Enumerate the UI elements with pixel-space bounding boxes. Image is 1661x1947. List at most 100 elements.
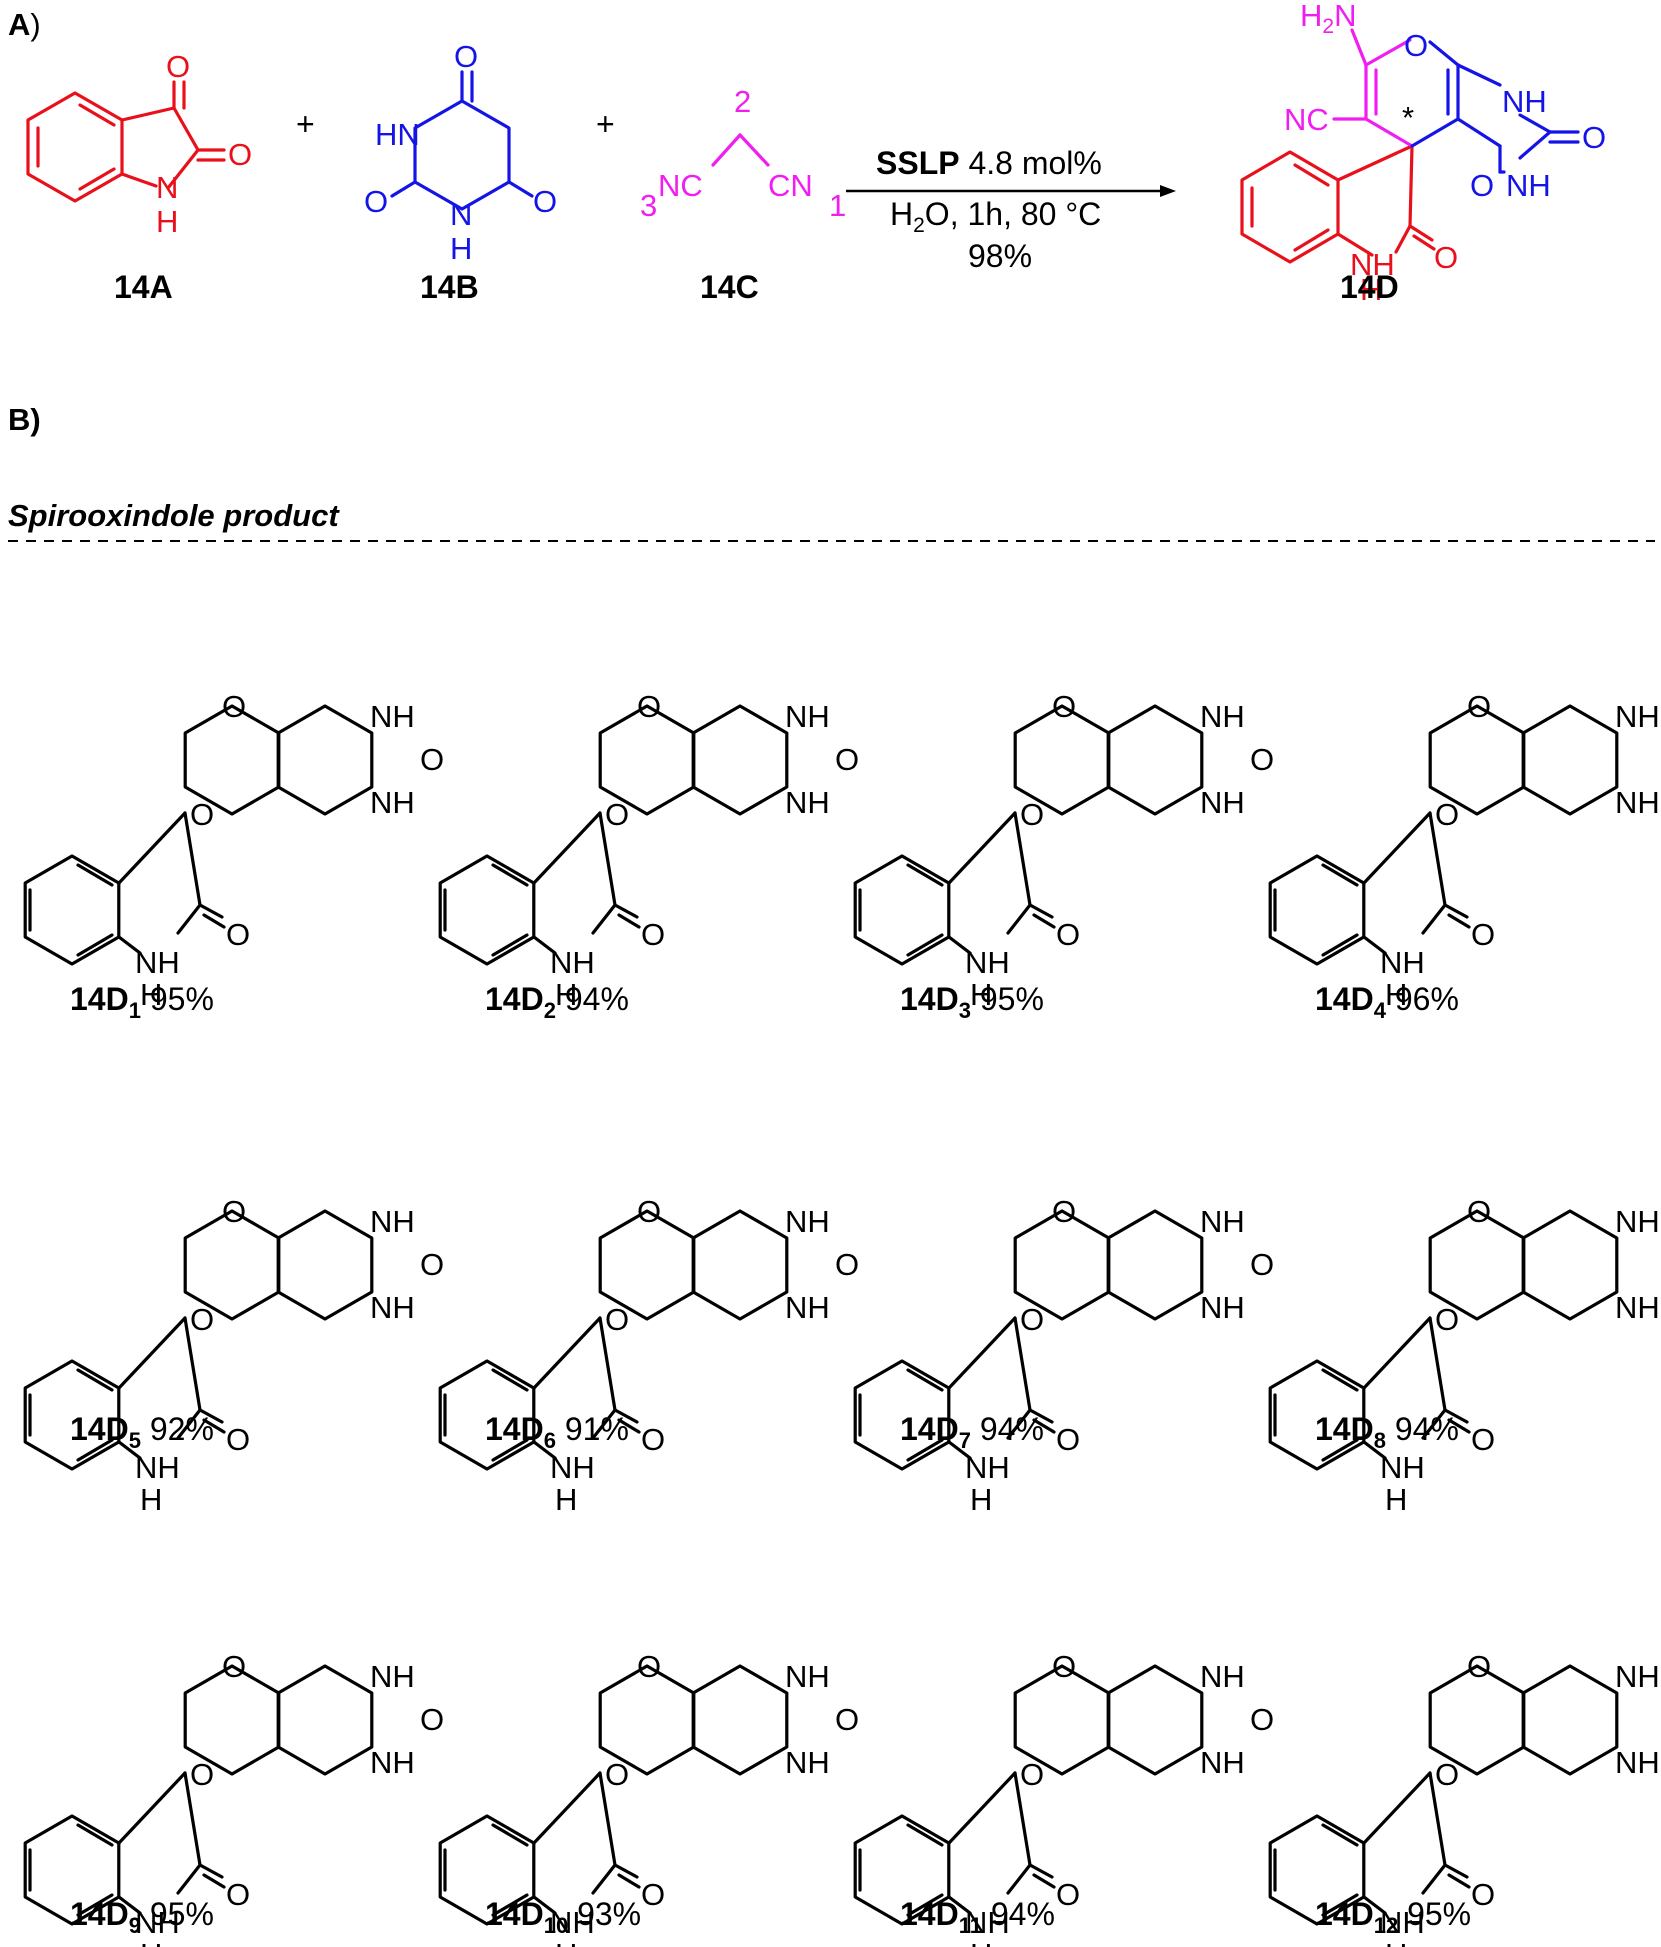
oxindole-nh-label: NH	[550, 1450, 595, 1485]
spiro-bond	[947, 811, 1017, 885]
product-label-base: 14D	[900, 1896, 959, 1932]
isatin-aromatic-bond	[78, 103, 116, 127]
ring-o-label: O	[420, 1247, 444, 1282]
ring-o-label: O	[1435, 797, 1459, 832]
product-label-base: 14D	[1315, 1411, 1374, 1447]
spiro-bond	[532, 811, 602, 885]
fused-outer-ring	[276, 1664, 374, 1776]
ring-o-label: O	[222, 689, 246, 724]
lactam-carbonyl	[1443, 1863, 1469, 1879]
ring-o-label: O	[420, 742, 444, 777]
product-label-yield: 96%	[1386, 981, 1459, 1017]
spiro-bond	[1362, 811, 1432, 885]
product-label-yield: 95%	[141, 981, 214, 1017]
product-label-yield: 95%	[1398, 1896, 1471, 1932]
malononitrile-cn-label: CN	[768, 168, 813, 203]
ring-nh-label: NH	[1200, 785, 1245, 820]
product-oxindole-carbonyl-2	[1412, 234, 1436, 251]
lactam-carbonyl	[1447, 1418, 1471, 1434]
lactam-carbonyl	[613, 903, 639, 919]
lactam-bond	[117, 1440, 142, 1460]
oxindole-nh-label: NH	[550, 1905, 595, 1940]
oxindole-o-label: O	[1471, 1422, 1495, 1457]
product-label: 14D12 95%	[1315, 1896, 1471, 1938]
ring-o-label: O	[1435, 1757, 1459, 1792]
lactam-bond	[117, 1895, 142, 1915]
ring-nh-label: NH	[1615, 699, 1660, 734]
aromatic-bond	[491, 1823, 529, 1847]
product-label-base: 14D	[70, 1896, 129, 1932]
product-label-subscript: 1	[129, 998, 141, 1023]
fused-outer-ring	[1521, 1664, 1619, 1776]
lactam-bond	[1362, 1895, 1387, 1915]
ring-o-label: O	[835, 1702, 859, 1737]
ring-nh-label: NH	[370, 1745, 415, 1780]
product-label: 14D6 91%	[485, 1411, 629, 1453]
product-label: 14D5 92%	[70, 1411, 214, 1453]
barbituric-o6-label: O	[533, 184, 557, 219]
spiro-bond	[1362, 1316, 1432, 1390]
product-aromatic-bond	[1293, 228, 1330, 252]
barbituric-c6-carbonyl	[507, 180, 534, 198]
product-label: 14D4 96%	[1315, 981, 1459, 1023]
spiro-bond	[532, 1316, 602, 1390]
product-label-base: 14D	[900, 981, 959, 1017]
product-pyrimidine-bond	[1518, 113, 1552, 134]
lactam-carbonyl	[617, 1418, 641, 1434]
product-label: 14D1 95%	[70, 981, 214, 1023]
ring-nh-label: NH	[1200, 1204, 1245, 1239]
ring-o-label: O	[1020, 1302, 1044, 1337]
fused-outer-ring	[1106, 1209, 1204, 1321]
lactam-carbonyl	[617, 1873, 641, 1889]
barbituric-ring	[413, 99, 511, 211]
plus-sign: +	[596, 106, 615, 142]
ring-nh-label: NH	[785, 1290, 830, 1325]
product-label: 14D8 94%	[1315, 1411, 1459, 1453]
ring-o-label: O	[605, 1302, 629, 1337]
aromatic-bond	[906, 1438, 944, 1462]
spiro-bond	[183, 811, 202, 907]
ring-nh-label: NH	[370, 1290, 415, 1325]
product-pyrimidine-bond	[1456, 63, 1502, 87]
oxindole-nh-label: NH	[135, 1905, 180, 1940]
ring-o-label: O	[637, 1194, 661, 1229]
lactam-carbonyl	[1032, 1418, 1056, 1434]
lactam-carbonyl	[202, 1418, 226, 1434]
fused-outer-ring	[276, 1209, 374, 1321]
oxindole-h-label: H	[140, 977, 162, 1012]
oxindole-h-label: H	[1385, 977, 1407, 1012]
aromatic-bond	[1321, 933, 1359, 957]
aromatic-bond	[491, 863, 529, 887]
oxindole-benzene-ring	[23, 854, 121, 966]
spiro-bond	[117, 811, 187, 885]
spiro-bond	[598, 811, 617, 907]
isatin-o3-label: O	[166, 49, 190, 84]
oxindole-h-label: H	[140, 1937, 162, 1947]
product-oxindole-h: H	[1360, 272, 1382, 307]
fused-outer-ring	[691, 1664, 789, 1776]
product-label-yield: 93%	[568, 1896, 641, 1932]
lactam-bond	[1362, 935, 1387, 955]
product-label-subscript: 4	[1374, 998, 1387, 1023]
aromatic-bond	[76, 933, 114, 957]
product-label-base: 14D	[70, 981, 129, 1017]
ring-nh-label: NH	[785, 1659, 830, 1694]
section-b-label: B)	[8, 402, 41, 437]
spiro-bond	[1362, 1771, 1432, 1845]
malononitrile-num-1: 1	[829, 188, 846, 223]
product-pyran-o-bond	[1428, 40, 1460, 67]
ring-o-label: O	[1250, 1702, 1274, 1737]
label-14c: 14C	[700, 269, 759, 305]
oxindole-h-label: H	[555, 977, 577, 1012]
fused-outer-ring	[276, 704, 374, 816]
ring-o-label: O	[222, 1649, 246, 1684]
lactam-carbonyl	[1032, 1873, 1056, 1889]
aromatic-bond	[76, 1368, 114, 1392]
ring-o-label: O	[1467, 1649, 1491, 1684]
